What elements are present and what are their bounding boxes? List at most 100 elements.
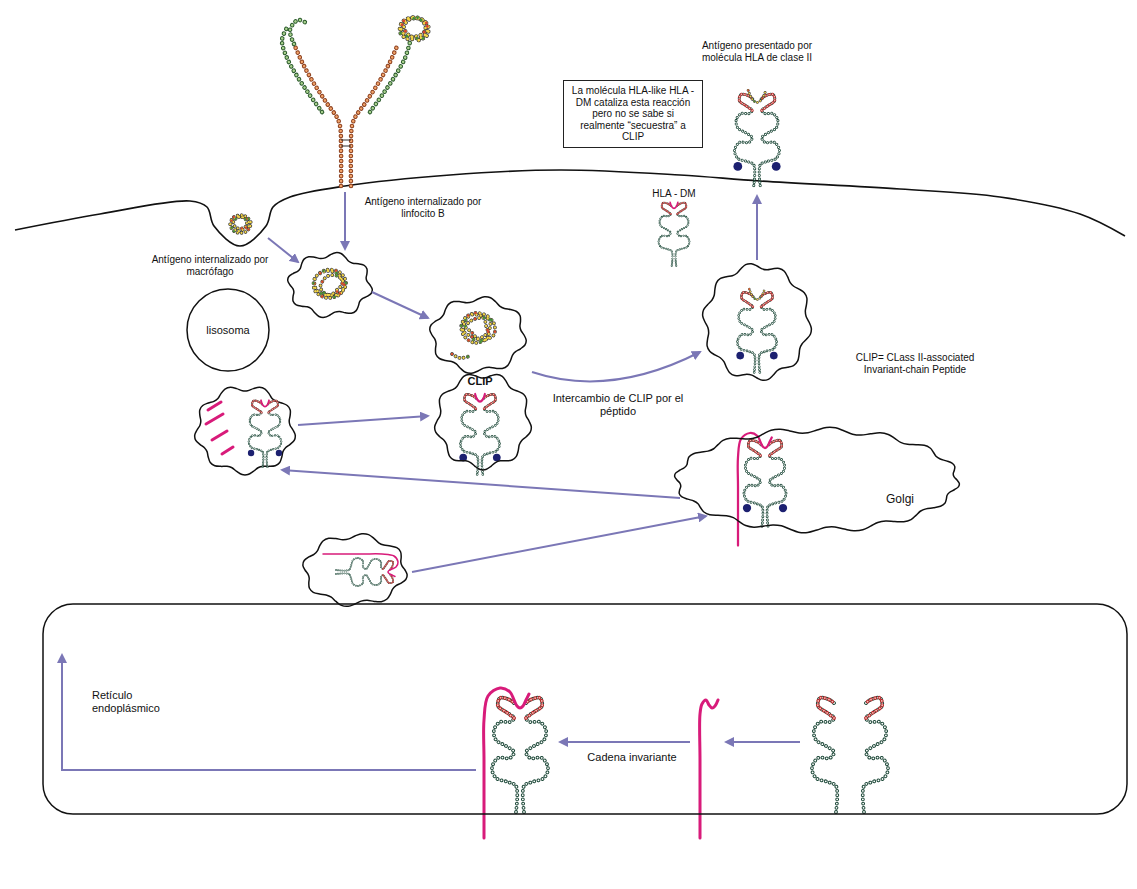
invariant-chain bbox=[700, 700, 718, 838]
hla-dm-molecule bbox=[675, 203, 689, 266]
transport-arrows bbox=[62, 192, 800, 770]
transport-arrows bbox=[268, 238, 298, 262]
step-label: Intercambio de CLIP por el péptido bbox=[543, 392, 693, 417]
antibody-receptor bbox=[351, 44, 398, 186]
annotation-label: Antígeno internalizado por macrófago bbox=[148, 254, 272, 277]
hla-class-ii-molecule bbox=[759, 94, 779, 186]
hla-class-ii-molecule bbox=[733, 162, 742, 171]
golgi-blob-outline bbox=[675, 427, 960, 532]
antibody-receptor bbox=[282, 26, 322, 112]
hla-dm-molecule bbox=[659, 203, 673, 266]
er-compartment: Retículo endoplásmicoCadena invariante bbox=[42, 603, 1128, 815]
hla-class-ii-molecule bbox=[744, 440, 763, 526]
hla-class-ii-molecule bbox=[498, 698, 515, 718]
hla-class-ii-molecule bbox=[484, 688, 548, 838]
hla-class-ii-molecule bbox=[252, 401, 262, 413]
hla-class-ii-molecule bbox=[459, 394, 500, 475]
hla-class-ii-molecule bbox=[336, 573, 393, 586]
organelle-name: lisosoma bbox=[186, 324, 270, 337]
antigen bbox=[230, 215, 251, 233]
hla-class-ii-molecule bbox=[772, 162, 781, 171]
hla-dm-molecule bbox=[659, 203, 673, 266]
transport-arrows bbox=[532, 352, 700, 381]
transport-arrows bbox=[560, 741, 690, 743]
hla-class-ii-molecule bbox=[383, 561, 393, 570]
hla-class-ii-molecule bbox=[336, 558, 393, 571]
hla-class-ii-molecule bbox=[769, 440, 782, 455]
hla-class-ii-molecule bbox=[336, 558, 393, 571]
antibody-receptor bbox=[290, 20, 308, 44]
definition-note: CLIP= CLass II-associated Invariant-chai… bbox=[835, 352, 995, 375]
alpha-chain bbox=[812, 698, 837, 812]
loaded-vesicle bbox=[703, 264, 812, 381]
antigen bbox=[400, 17, 429, 40]
hla-class-ii-molecule bbox=[737, 292, 755, 372]
organelle-name: Retículo endoplásmico bbox=[92, 689, 187, 714]
beta-chain bbox=[863, 698, 888, 812]
transport-arrows bbox=[344, 192, 346, 249]
golgi-blob-outline bbox=[672, 425, 962, 535]
hla-class-ii-molecule bbox=[769, 440, 782, 455]
invariant-chain-fragments bbox=[206, 414, 223, 424]
hla-class-ii-molecule bbox=[743, 504, 751, 512]
hla-class-ii-molecule bbox=[484, 688, 529, 838]
invariant-chain-fragments bbox=[212, 431, 227, 440]
degraded-antigen bbox=[461, 313, 495, 343]
antigen bbox=[230, 215, 251, 233]
cell-membrane bbox=[15, 170, 1125, 246]
hla-class-ii-molecule bbox=[748, 440, 761, 455]
hla-class-ii-molecule bbox=[779, 504, 787, 512]
antigen bbox=[230, 215, 251, 233]
hla-class-ii-molecule bbox=[249, 401, 264, 467]
invariant-chain-fragments bbox=[208, 402, 221, 410]
antigen bbox=[400, 17, 429, 40]
antigen bbox=[313, 270, 346, 298]
hla-class-ii-molecule bbox=[484, 394, 496, 408]
transport-arrows bbox=[282, 470, 680, 498]
hla-class-ii-molecule bbox=[738, 433, 787, 546]
hla-class-ii-molecule bbox=[261, 400, 269, 406]
hla-class-ii-molecule bbox=[736, 289, 777, 372]
antibody-receptor bbox=[370, 42, 410, 112]
hla-dm-molecule bbox=[677, 203, 687, 214]
transport-arrows bbox=[756, 196, 758, 260]
antigen bbox=[230, 215, 251, 233]
er-compartment-outline bbox=[43, 604, 1127, 814]
hla-dm-molecule bbox=[677, 203, 687, 214]
hla-class-ii-molecule bbox=[759, 292, 777, 372]
vesicle-blob: CLIP bbox=[432, 370, 534, 472]
hla-class-ii-molecule bbox=[492, 698, 517, 812]
antigen bbox=[230, 215, 251, 233]
hla-class-ii-molecule bbox=[735, 94, 755, 186]
hla-class-ii-molecule bbox=[748, 90, 766, 102]
hla-class-ii-molecule bbox=[523, 698, 548, 812]
transport-arrows bbox=[62, 655, 476, 770]
hla-class-ii-molecule bbox=[248, 450, 254, 456]
hla-class-ii-molecule bbox=[492, 698, 517, 812]
alpha-chain bbox=[818, 698, 835, 718]
er-compartment-outline bbox=[42, 603, 1128, 815]
degraded-antigen bbox=[452, 354, 470, 358]
molecule-name: HLA - DM bbox=[634, 188, 714, 200]
degraded-antigen bbox=[461, 313, 495, 343]
antigen bbox=[313, 270, 346, 298]
hla-class-ii-molecule bbox=[759, 292, 777, 372]
hla-class-ii-molecule bbox=[498, 698, 515, 718]
hla-class-ii-molecule bbox=[767, 440, 786, 526]
hla-class-ii-molecule bbox=[749, 289, 764, 300]
hla-class-ii-molecule bbox=[276, 450, 282, 456]
antibody-receptor bbox=[341, 140, 351, 146]
annotation-label: Antígeno presentado por molécula HLA de … bbox=[682, 40, 832, 63]
hla-class-ii-molecule bbox=[464, 394, 476, 408]
hla-class-ii-molecule bbox=[383, 575, 393, 584]
hla-class-ii-molecule bbox=[767, 440, 786, 526]
hla-class-ii-molecule bbox=[759, 94, 779, 186]
antibody-receptor bbox=[294, 44, 341, 186]
hla-class-ii-molecule bbox=[383, 561, 393, 570]
alpha-chain bbox=[812, 698, 837, 812]
hla-class-ii-molecule bbox=[738, 433, 772, 546]
peptide-name: CLIP bbox=[432, 375, 528, 388]
transport-arrows bbox=[412, 516, 706, 572]
antigen bbox=[313, 270, 346, 298]
hla-class-ii-molecule bbox=[749, 289, 764, 300]
